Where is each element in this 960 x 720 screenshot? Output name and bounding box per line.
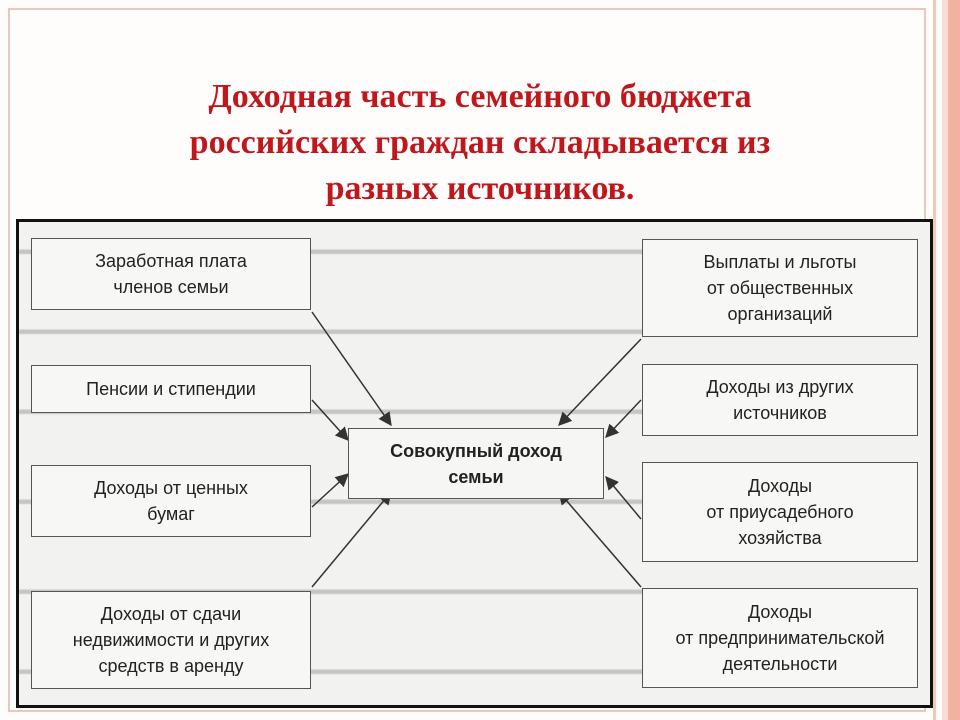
- source-label: Заработная плата: [95, 251, 247, 271]
- source-label: Доходы из других: [706, 377, 854, 397]
- source-household-plot: Доходы от приусадебного хозяйства: [642, 462, 918, 562]
- center-label: семьи: [448, 466, 504, 487]
- center-label: Совокупный доход: [390, 440, 562, 461]
- source-label: деятельности: [722, 654, 838, 674]
- arrows-layer: [311, 311, 642, 588]
- source-label: от общественных: [706, 278, 854, 298]
- source-label: Доходы от сдачи: [100, 604, 242, 624]
- source-label: бумаг: [147, 504, 195, 524]
- source-label: источников: [733, 403, 827, 423]
- source-label: Доходы: [747, 602, 813, 622]
- arrow-household: [605, 475, 642, 520]
- decorative-stripe: [933, 0, 936, 720]
- arrow-payments: [558, 338, 642, 426]
- source-business: Доходы от предпринимательской деятельнос…: [642, 588, 918, 688]
- source-label: организаций: [727, 304, 833, 324]
- arrow-salary: [311, 311, 392, 427]
- source-salary: Заработная плата членов семьи: [31, 238, 311, 310]
- source-public-payments: Выплаты и льготы от общественных организ…: [642, 239, 918, 337]
- arrow-securities: [311, 473, 349, 508]
- source-other: Доходы из других источников: [642, 364, 918, 436]
- source-label: членов семьи: [113, 277, 229, 297]
- arrow-business: [558, 490, 642, 588]
- source-label: недвижимости и других: [72, 630, 270, 650]
- source-securities: Доходы от ценных бумаг: [31, 465, 311, 537]
- title-line: российских граждан складывается из: [189, 124, 771, 161]
- source-label: Доходы от ценных: [94, 478, 248, 498]
- source-pensions: Пенсии и стипендии: [31, 365, 311, 413]
- decorative-stripe: [948, 0, 960, 720]
- decorative-stripe: [942, 0, 948, 720]
- source-label: Пенсии и стипендии: [86, 379, 256, 399]
- source-label: Доходы: [747, 476, 813, 496]
- title-line: Доходная часть семейного бюджета: [208, 78, 752, 115]
- total-family-income: Совокупный доход семьи: [348, 428, 604, 499]
- source-label: Выплаты и льготы: [703, 252, 857, 272]
- arrow-rent: [311, 490, 392, 588]
- source-label: от предпринимательской: [675, 628, 885, 648]
- income-sources-diagram: ▬▬▬▬▬▬▬▬▬▬▬▬▬▬▬▬▬▬▬▬▬▬▬▬▬▬▬▬▬▬▬▬▬▬▬▬▬▬▬▬…: [16, 219, 933, 708]
- source-label: средств в аренду: [98, 656, 244, 676]
- source-rent: Доходы от сдачи недвижимости и других ср…: [31, 591, 311, 689]
- arrow-other-sources: [605, 399, 642, 438]
- source-label: от приусадебного: [706, 502, 854, 522]
- slide-title: Доходная часть семейного бюджета российс…: [60, 74, 900, 212]
- arrow-pensions: [311, 399, 349, 442]
- source-label: хозяйства: [738, 528, 822, 548]
- title-line: разных источников.: [325, 170, 635, 207]
